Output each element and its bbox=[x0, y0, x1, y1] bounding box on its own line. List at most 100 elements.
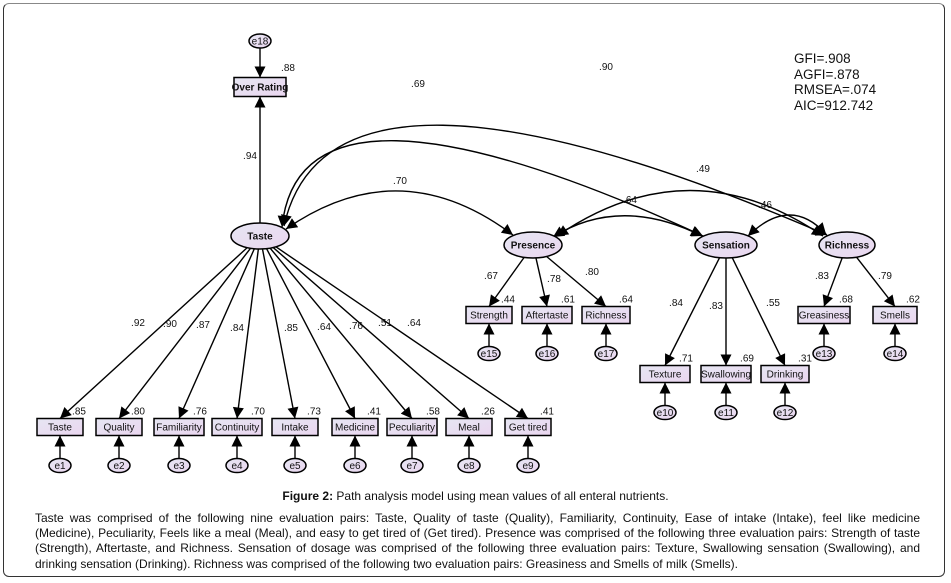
indicator-continuity-i4-box bbox=[211, 417, 263, 437]
figure-frame bbox=[3, 3, 945, 577]
r2-i17: .64 bbox=[619, 295, 633, 306]
indicator-meal-i8-label: Meal bbox=[458, 423, 480, 434]
error-e3-shape bbox=[167, 457, 191, 474]
error-e12: e12 bbox=[773, 404, 797, 421]
indicator-texture-i10-label: Texture bbox=[649, 370, 682, 381]
path-presence-to-i15 bbox=[488, 256, 525, 307]
outcome-over-rating: Over Rating bbox=[232, 76, 288, 98]
error-e8: e8 bbox=[457, 457, 481, 474]
error-e12-label: e12 bbox=[777, 408, 794, 419]
r2-i9: .41 bbox=[540, 407, 554, 418]
latent-taste-label: Taste bbox=[247, 232, 273, 243]
error-e4-shape bbox=[225, 457, 249, 474]
error-e17-label: e17 bbox=[598, 349, 615, 360]
indicator-richness-i17-box bbox=[581, 305, 631, 325]
outcome-over-rating-box bbox=[233, 76, 287, 98]
loading-i4: .84 bbox=[230, 323, 244, 334]
loading-i12: .55 bbox=[766, 298, 780, 309]
loading-i15: .67 bbox=[484, 271, 498, 282]
indicator-aftertaste-i16-box bbox=[521, 305, 573, 325]
error-e9: e9 bbox=[516, 457, 540, 474]
error-e18-shape bbox=[248, 33, 272, 49]
error-e4: e4 bbox=[225, 457, 249, 474]
r2-i5: .73 bbox=[307, 407, 321, 418]
coef-taste-to-over-rating: .94 bbox=[243, 151, 257, 162]
error-e3-label: e3 bbox=[173, 461, 185, 472]
indicator-meal-i8: Meal bbox=[445, 417, 493, 437]
r2-i8: .26 bbox=[481, 407, 495, 418]
error-e5-label: e5 bbox=[289, 461, 301, 472]
indicator-greasiness-i13: Greasiness bbox=[797, 305, 851, 325]
correlation-taste-richness bbox=[281, 124, 828, 236]
indicator-swallowing-i11-box bbox=[700, 364, 752, 384]
indicator-swallowing-i11: Swallowing bbox=[700, 364, 752, 384]
r2-i12: .31 bbox=[798, 354, 812, 365]
error-e9-shape bbox=[516, 457, 540, 474]
error-e11-shape bbox=[714, 404, 738, 421]
r2-i14: .62 bbox=[906, 295, 920, 306]
loading-i16: .78 bbox=[547, 274, 561, 285]
r2-i13: .68 bbox=[839, 295, 853, 306]
error-e3: e3 bbox=[167, 457, 191, 474]
error-e14-label: e14 bbox=[887, 349, 904, 360]
error-e10-shape bbox=[653, 404, 677, 421]
error-e13: e13 bbox=[812, 345, 836, 362]
correlation-value-taste-presence: .70 bbox=[393, 176, 407, 187]
indicator-smells-i14: Smells bbox=[872, 305, 918, 325]
error-e1-shape bbox=[48, 457, 72, 474]
loading-i5: .85 bbox=[284, 323, 298, 334]
indicator-quality-i2-box bbox=[95, 417, 143, 437]
indicator-intake-i5-label: Intake bbox=[281, 423, 309, 434]
loading-i11: .83 bbox=[709, 301, 723, 312]
indicator-quality-i2: Quality bbox=[95, 417, 143, 437]
error-e9-label: e9 bbox=[522, 461, 534, 472]
loading-i14: .79 bbox=[878, 271, 892, 282]
error-e10: e10 bbox=[653, 404, 677, 421]
indicator-continuity-i4: Continuity bbox=[211, 417, 263, 437]
r2-over-rating: .88 bbox=[281, 63, 295, 74]
indicator-texture-i10: Texture bbox=[639, 364, 691, 384]
error-e11: e11 bbox=[714, 404, 738, 421]
indicator-texture-i10-box bbox=[639, 364, 691, 384]
correlation-taste-sensation bbox=[277, 140, 704, 237]
correlation-presence-richness bbox=[556, 189, 824, 237]
error-e13-shape bbox=[812, 345, 836, 362]
figure-label: Figure 2: bbox=[282, 489, 334, 503]
indicator-quality-i2-label: Quality bbox=[103, 423, 134, 434]
indicator-get-tired-i9-label: Get tired bbox=[509, 423, 547, 434]
error-e8-label: e8 bbox=[463, 461, 475, 472]
error-e15-shape bbox=[477, 345, 501, 362]
indicator-smells-i14-label: Smells bbox=[880, 311, 910, 322]
path-taste-to-i6 bbox=[265, 248, 356, 419]
indicator-peculiarity-i7-label: Peculiarity bbox=[389, 423, 435, 434]
latent-sensation-shape bbox=[694, 231, 758, 259]
loading-i1: .92 bbox=[131, 318, 145, 329]
error-e1-label: e1 bbox=[54, 461, 66, 472]
indicator-taste-i1: Taste bbox=[36, 417, 84, 437]
rmsea-value: RMSEA=.074 bbox=[794, 82, 877, 97]
indicator-smells-i14-box bbox=[872, 305, 918, 325]
latent-sensation: Sensation bbox=[694, 231, 758, 259]
indicator-meal-i8-box bbox=[445, 417, 493, 437]
error-e16: e16 bbox=[535, 345, 559, 362]
indicator-intake-i5: Intake bbox=[271, 417, 319, 437]
error-e8-shape bbox=[457, 457, 481, 474]
indicator-strength-i15-label: Strength bbox=[470, 311, 508, 322]
error-e5-shape bbox=[283, 457, 307, 474]
error-e6-label: e6 bbox=[349, 461, 361, 472]
error-e15: e15 bbox=[477, 345, 501, 362]
indicator-medicine-i6-box bbox=[331, 417, 379, 437]
loading-i10: .84 bbox=[669, 298, 683, 309]
error-e17: e17 bbox=[594, 345, 618, 362]
r2-i1: .85 bbox=[72, 407, 86, 418]
correlation-value-presence-richness: .49 bbox=[696, 164, 710, 175]
latent-presence-label: Presence bbox=[511, 241, 556, 252]
path-taste-to-i2 bbox=[118, 247, 252, 419]
correlation-sensation-richness bbox=[747, 214, 827, 237]
error-e14-shape bbox=[883, 345, 907, 362]
indicator-intake-i5-box bbox=[271, 417, 319, 437]
loading-i7: .76 bbox=[349, 321, 363, 332]
indicator-richness-i17: Richness bbox=[581, 305, 631, 325]
loading-i8: .51 bbox=[378, 318, 392, 329]
indicator-taste-i1-box bbox=[36, 417, 84, 437]
